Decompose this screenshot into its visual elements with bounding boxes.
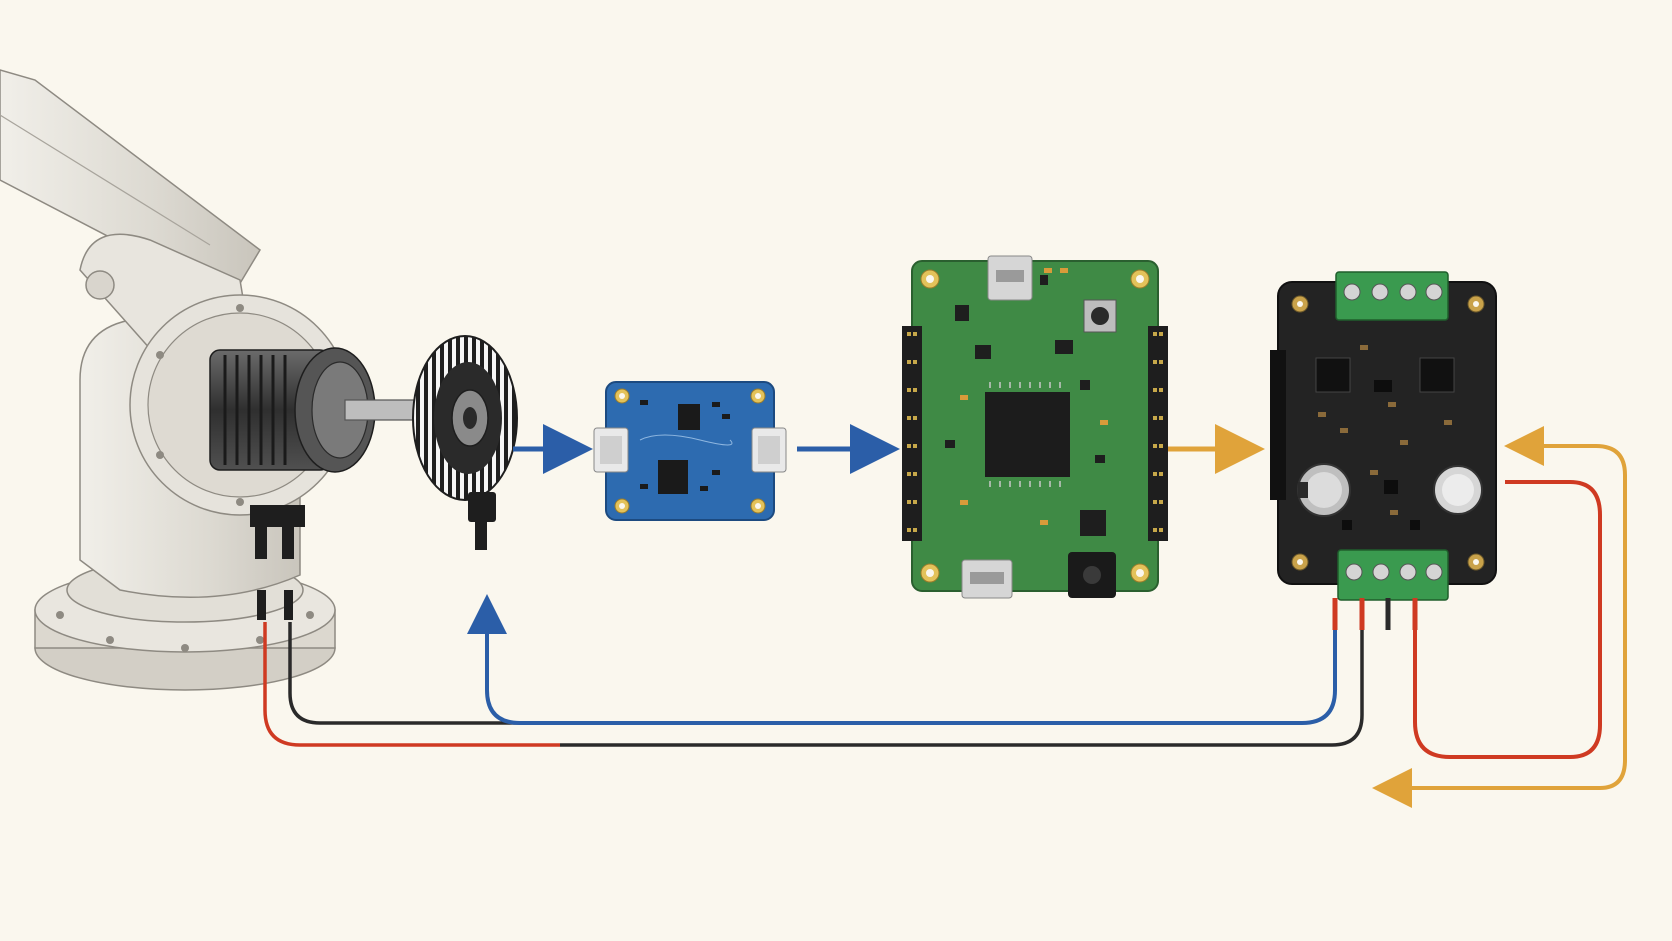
power-return-loop	[1413, 480, 1602, 759]
motor-icon	[209, 347, 431, 620]
black-pcb-icon	[1270, 271, 1497, 601]
driver-output-wires	[1332, 598, 1418, 630]
control-return-loop	[1388, 426, 1627, 790]
feedback-arrow	[467, 594, 1337, 725]
blue-pcb-icon	[593, 381, 787, 521]
motor-power-wires	[263, 600, 1364, 747]
encoder-disk-icon	[412, 335, 518, 550]
green-pcb-icon	[902, 255, 1168, 599]
